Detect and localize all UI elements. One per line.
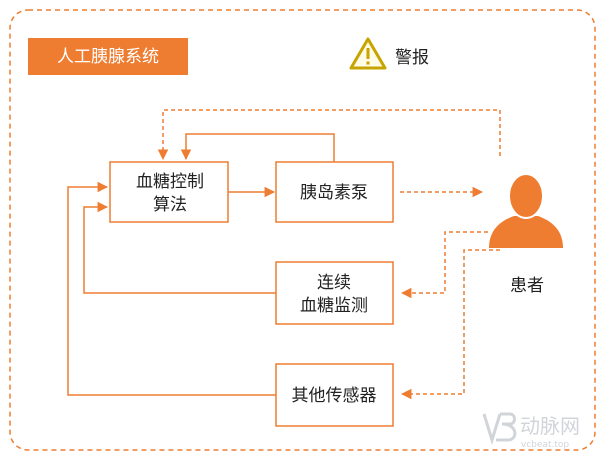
arrow-pump-feedback-to-algorithm (180, 133, 335, 162)
algorithm-label-line1: 血糖控制 (136, 172, 204, 192)
watermark-brand: 动脉网 (520, 414, 580, 438)
pump-label: 胰岛素泵 (300, 183, 368, 203)
patient-label: 患者 (510, 276, 544, 296)
node-control-algorithm: 血糖控制 算法 (109, 161, 229, 223)
watermark-logo-icon (482, 412, 517, 446)
warning-triangle-icon (349, 37, 387, 70)
arrow-cgm-to-algorithm (83, 201, 276, 294)
person-icon (489, 173, 563, 248)
sensors-label: 其他传感器 (292, 386, 377, 406)
alarm-label: 警报 (395, 48, 429, 68)
cgm-label-line2: 血糖监测 (300, 296, 368, 316)
algorithm-label-line2: 算法 (153, 195, 187, 215)
title-banner: 人工胰腺系统 (28, 38, 188, 75)
node-cgm: 连续 血糖监测 (275, 261, 394, 325)
system-title: 人工胰腺系统 (57, 47, 159, 67)
arrow-patient-to-cgm (400, 231, 488, 299)
watermark-url: vcbeat.top (521, 440, 569, 450)
arrow-patient-alarm-to-algorithm (157, 109, 501, 161)
node-other-sensors: 其他传感器 (275, 363, 394, 427)
watermark: 动脉网 vcbeat.top (482, 412, 580, 450)
alarm-indicator: 警报 (349, 37, 429, 70)
arrow-sensors-to-algorithm (67, 181, 276, 396)
system-boundary-frame (9, 9, 596, 451)
cgm-label-line1: 连续 (317, 273, 351, 293)
node-patient: 患者 (489, 173, 563, 296)
node-insulin-pump: 胰岛素泵 (275, 161, 394, 223)
arrow-patient-to-sensors (400, 249, 500, 400)
